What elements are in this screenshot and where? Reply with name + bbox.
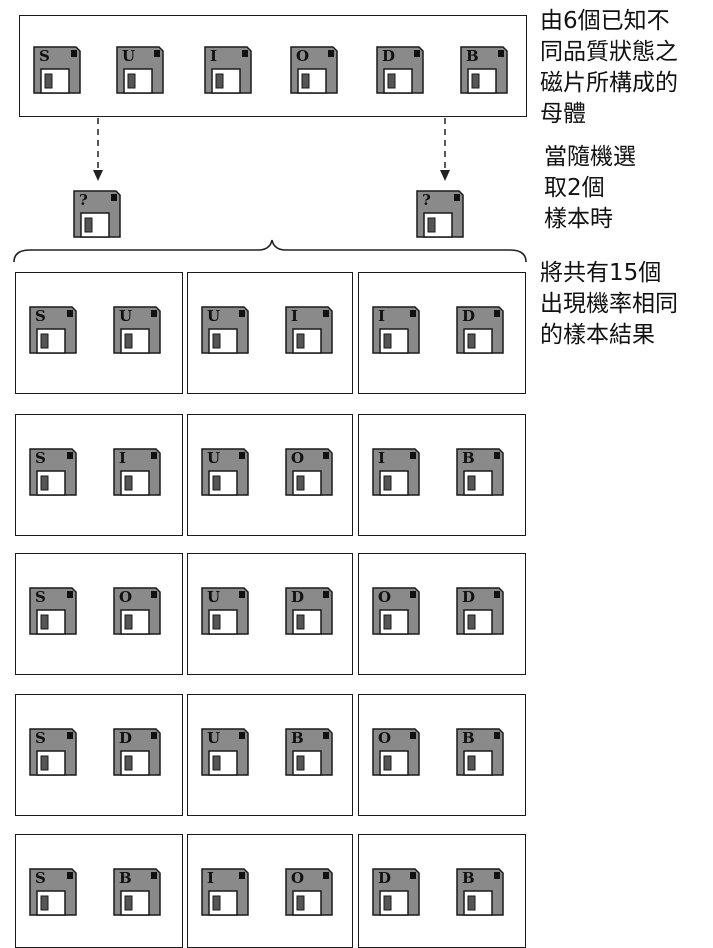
disk-label: B [291,729,304,747]
disk-label: I [291,307,299,325]
disk-label: D [291,588,305,606]
disk-icon: I [204,46,252,94]
disk-icon: O [372,587,420,635]
disk-icon: D [456,306,504,354]
disk-icon: U [201,728,249,776]
disk-icon: D [376,46,424,94]
draw-note-line-2: 取2個 [544,175,605,201]
disk-icon: U [201,448,249,496]
disk-icon: D [456,587,504,635]
disk-label: D [378,869,392,887]
population-box [19,15,527,117]
disk-icon: U [113,306,161,354]
disk-label: B [466,47,479,65]
disk-label: B [462,729,475,747]
curly-brace [13,239,527,263]
disk-icon: B [460,46,508,94]
population-note-line-1: 由6個已知不 [540,8,670,34]
population-note-line-3: 磁片所構成的 [540,70,678,96]
disk-label: D [382,47,396,65]
disk-label: O [378,588,392,606]
disk-label: U [119,307,133,325]
disk-label: D [462,588,476,606]
disk-icon: S [33,46,81,94]
disk-icon: B [113,868,161,916]
disk-icon: D [113,728,161,776]
disk-label: S [39,47,50,65]
disk-icon: U [201,587,249,635]
disk-icon: B [456,868,504,916]
disk-label: ? [422,191,431,209]
disk-icon: I [372,306,420,354]
disk-label: S [35,588,46,606]
disk-label: B [462,449,475,467]
result-note-line-2: 出現機率相同 [540,291,678,317]
disk-icon: S [29,448,77,496]
draw-note: 當隨機選 取2個 樣本時 [544,142,636,235]
disk-label: U [207,307,221,325]
disk-icon: I [113,448,161,496]
draw-note-line-3: 樣本時 [544,206,613,232]
disk-icon: ? [73,190,121,238]
result-note-line-3: 的樣本結果 [540,322,655,348]
draw-note-line-1: 當隨機選 [544,144,636,170]
disk-label: I [378,449,386,467]
disk-icon: O [285,868,333,916]
disk-label: S [35,307,46,325]
arrowhead-left [93,170,103,181]
disk-label: B [119,869,132,887]
disk-icon: O [290,46,338,94]
disk-icon: S [29,868,77,916]
disk-icon: I [201,868,249,916]
disk-label: U [122,47,136,65]
disk-label: I [378,307,386,325]
disk-icon: O [372,728,420,776]
disk-icon: B [456,728,504,776]
disk-label: D [462,307,476,325]
disk-icon: U [201,306,249,354]
disk-label: S [35,449,46,467]
disk-label: U [207,449,221,467]
disk-label: O [119,588,133,606]
disk-label: S [35,869,46,887]
population-note-line-2: 同品質狀態之 [540,39,678,65]
disk-label: I [210,47,218,65]
disk-icon: O [285,448,333,496]
disk-icon: B [456,448,504,496]
disk-label: I [207,869,215,887]
disk-label: S [35,729,46,747]
result-note: 將共有15個 出現機率相同 的樣本結果 [540,258,678,351]
result-note-line-1: 將共有15個 [540,260,662,286]
disk-label: I [119,449,127,467]
disk-icon: D [285,587,333,635]
disk-label: U [207,588,221,606]
disk-label: ? [79,191,88,209]
disk-icon: B [285,728,333,776]
disk-icon: S [29,728,77,776]
disk-label: O [291,449,305,467]
disk-icon: U [116,46,164,94]
arrowhead-right [440,170,450,181]
disk-icon: S [29,587,77,635]
disk-label: B [462,869,475,887]
disk-icon: ? [416,190,464,238]
disk-icon: D [372,868,420,916]
disk-label: O [296,47,310,65]
disk-label: O [291,869,305,887]
disk-label: O [378,729,392,747]
population-note-line-4: 母體 [540,101,586,127]
disk-icon: I [372,448,420,496]
disk-icon: O [113,587,161,635]
disk-icon: S [29,306,77,354]
disk-label: U [207,729,221,747]
disk-label: D [119,729,133,747]
disk-icon: I [285,306,333,354]
population-note: 由6個已知不 同品質狀態之 磁片所構成的 母體 [540,6,678,130]
